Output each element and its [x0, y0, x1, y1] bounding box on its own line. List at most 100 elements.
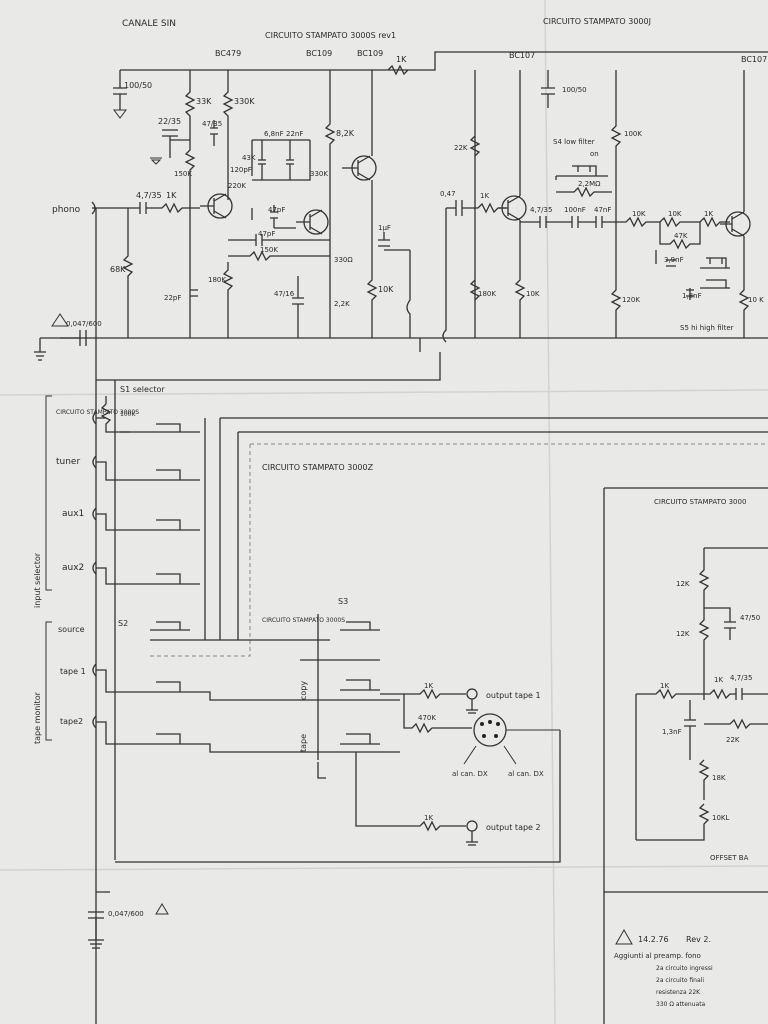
transistor-bc109-b-label: BC109: [357, 49, 383, 58]
input-aux2-label: aux2: [62, 563, 84, 573]
c-47-16-label: 47/16: [274, 290, 295, 298]
panel-c-47-50-label: 47/50: [740, 614, 760, 622]
c-0047-label: 0,047/600: [66, 320, 102, 328]
r-82k-label: 8,2K: [336, 129, 355, 138]
r-120k-label: 120K: [622, 296, 640, 304]
phono-preamp: BC479 BC109 BC109 BC107 BC107 100/50 22/…: [34, 49, 768, 361]
c-100nf-label: 100nF: [564, 206, 586, 214]
r-330ohm-label: 330Ω: [334, 256, 353, 264]
revision-notes: 14.2.76 Rev 2. Aggiunti al preamp. fono …: [614, 928, 713, 1008]
panel-r-18k-label: 18K: [712, 774, 726, 782]
r-100k-sel-label: 100K: [120, 411, 136, 418]
warning-triangle-icon: [51, 313, 69, 327]
r-470k-label: 470K: [418, 714, 436, 722]
notes-line2: 2a circuito ingressi: [656, 965, 713, 972]
notes-rev: Rev 2.: [686, 935, 711, 944]
din-right-label: al can. DX: [508, 770, 544, 778]
transistor-bc107-a-label: BC107: [509, 51, 535, 60]
selector-row-1: [120, 423, 200, 433]
r-1k-b-label: 1K: [480, 192, 489, 200]
notes-line5: 330 Ω attenuata: [656, 1001, 706, 1008]
c-47-35-a-label: 47/35: [202, 120, 222, 128]
r-180k-b-label: 180K: [478, 290, 496, 298]
tape-monitor-section: tape monitor source S2 S3 CIRCUITO STAMP…: [33, 597, 561, 863]
transistor-q4-icon: [498, 195, 527, 221]
canale-label: CANALE SIN: [122, 19, 176, 29]
warning-triangle-bottom-icon: [155, 903, 169, 915]
c-47pf-b-label: 47pF: [258, 230, 275, 238]
monitor-tape2-label: tape2: [60, 717, 83, 726]
monitor-source-label: source: [58, 625, 85, 634]
switch-s4-on-label: on: [590, 150, 599, 158]
r-220k-label: 220K: [228, 182, 246, 190]
r-68k-label: 68K: [110, 265, 126, 274]
c-18nf-label: 1,8nF: [682, 292, 702, 300]
panel-r-1k-b-label: 1K: [714, 676, 723, 684]
notes-line3: 2a circuito finali: [656, 977, 704, 984]
r-1k-in-label: 1K: [166, 191, 177, 200]
board-3000s-label: CIRCUITO STAMPATO 3000S rev1: [265, 31, 396, 40]
transistor-q1-icon: [200, 193, 233, 219]
filter-board: 0,47 1K 22K 180K 10K 100/50 4,7/35 S4 lo…: [440, 70, 764, 343]
r-43k-label: 43K: [242, 154, 256, 162]
c-bottom-label: 0,047/600: [108, 910, 144, 918]
panel-c-13nf-label: 1,3nF: [662, 728, 682, 736]
din-left-label: al can. DX: [452, 770, 488, 778]
c-22pf-label: 22pF: [164, 294, 181, 302]
notes-date: 14.2.76: [638, 935, 669, 944]
r-10k-c-label: 10K: [632, 210, 646, 218]
board-3000j-label: CIRCUITO STAMPATO 3000J: [543, 17, 651, 26]
switch-s2-label: S2: [118, 619, 128, 628]
transistor-bc109-a-label: BC109: [306, 49, 332, 58]
r-330k-mid-label: 330K: [310, 170, 328, 178]
c-100-50-b-label: 100/50: [562, 86, 587, 94]
output-tape1-label: output tape 1: [486, 691, 541, 700]
c-22nf-label: 22nF: [286, 130, 303, 138]
r-1k-out2-label: 1K: [424, 814, 433, 822]
c-120pf-label: 120pF: [230, 166, 252, 174]
panel-c-47-35-label: 4,7/35: [730, 674, 752, 682]
r-150k-b-label: 150K: [260, 246, 278, 254]
phono-jack-icon: [91, 201, 96, 215]
r-1k-out1-label: 1K: [424, 682, 433, 690]
switch-s5-icon: [700, 257, 730, 289]
c-47nf-label: 47nF: [594, 206, 611, 214]
c-68nf-label: 6,8nF: [264, 130, 284, 138]
notes-line1: Aggiunti al preamp. fono: [614, 952, 701, 960]
r-33k-label: 33K: [196, 97, 212, 106]
selector-s1-label: S1 selector: [120, 385, 165, 394]
tape-monitor-group-label: tape monitor: [33, 691, 42, 744]
warning-triangle-notes-icon: [615, 928, 633, 945]
r-100k-label: 100K: [624, 130, 642, 138]
c-047-label: 0,47: [440, 190, 456, 198]
input-tuner-label: tuner: [56, 457, 80, 467]
r-1k-c-label: 1K: [704, 210, 713, 218]
panel-r-22k-label: 22K: [726, 736, 740, 744]
input-selector-group-label: input selector: [33, 552, 42, 608]
r-22k-label: 2,2K: [334, 300, 350, 308]
c-39nf-label: 3,9nF: [664, 256, 684, 264]
panel-r-12k-a-label: 12K: [676, 580, 690, 588]
switch-s5-label: S5 hi high filter: [680, 324, 734, 332]
transistor-q5-icon: [720, 211, 751, 237]
transistor-bc107-b-label: BC107: [741, 55, 767, 64]
c-1uf-label: 1µF: [378, 224, 391, 232]
panel-r-10kl-label: 10KL: [712, 814, 729, 822]
c-47pf-a-label: 47pF: [268, 206, 285, 214]
c-47-35-in-label: 4,7/35: [136, 191, 162, 200]
ground-symbol-left: [34, 338, 46, 361]
panel-offset-label: OFFSET BA: [710, 854, 749, 862]
switch-s4-icon: [555, 165, 608, 180]
transistor-q2-icon: [296, 209, 329, 235]
r-150k-label: 150K: [174, 170, 192, 178]
panel-r-1k-label: 1K: [660, 682, 669, 690]
board-3000s-input-label: CIRCUITO STAMPATO 3000S: [56, 409, 139, 416]
monitor-tape1-label: tape 1: [60, 667, 86, 676]
output-tape2-jack-icon: [466, 820, 478, 846]
r-22m-label: 2,2MΩ: [578, 180, 601, 188]
switch-s4-label: S4 low filter: [553, 138, 595, 146]
r-10k-a-label: 10K: [378, 285, 394, 294]
r-180k-label: 180K: [208, 276, 226, 284]
